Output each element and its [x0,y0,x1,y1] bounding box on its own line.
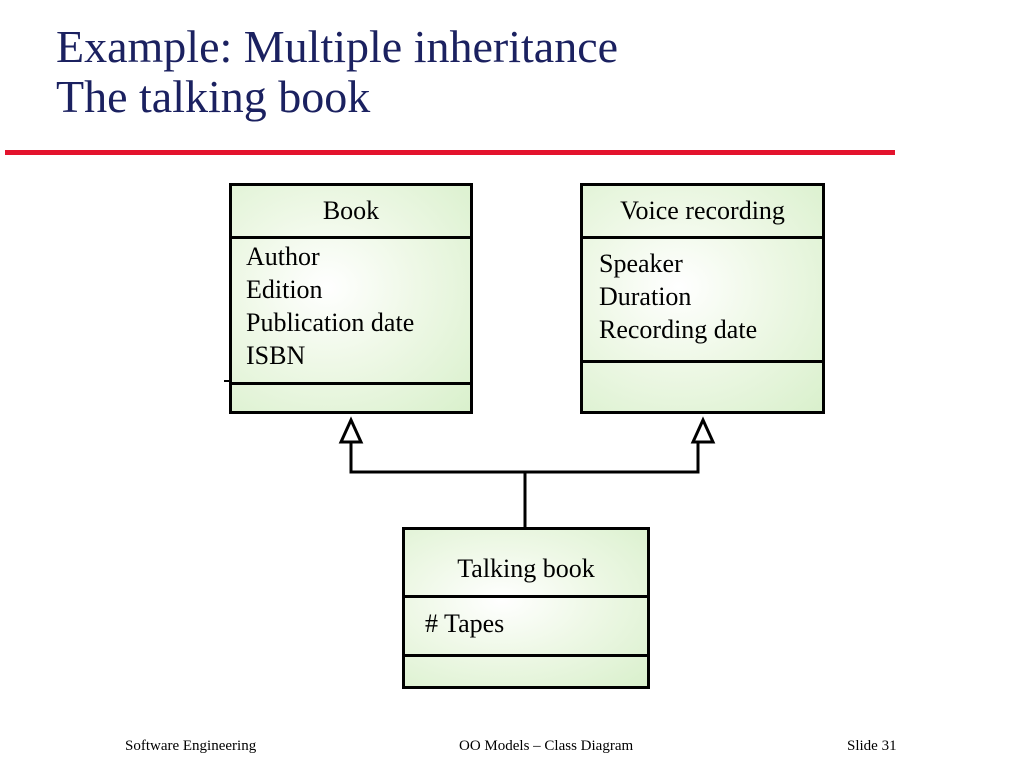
slide-title: Example: Multiple inheritance The talkin… [56,22,618,122]
attributes-section [232,236,470,239]
attributes-section [583,236,822,239]
class-name: Talking book [457,554,595,583]
operations-section [405,654,647,657]
attributes-section [405,595,647,598]
attribute: Speaker [599,249,683,278]
attribute: # Tapes [425,609,505,638]
attribute: Edition [246,275,323,304]
title-line-1: Example: Multiple inheritance [56,21,619,72]
inheritance-arrowhead-book [338,416,364,444]
class-book: Book Author Edition Publication date ISB… [229,183,473,414]
attribute-list: Speaker Duration Recording date [599,247,757,346]
operations-section [232,382,470,385]
footer-center: OO Models – Class Diagram [459,738,634,754]
class-name: Voice recording [620,196,785,225]
attribute-list: # Tapes [425,607,504,640]
attribute: Publication date [246,308,415,337]
connector-line [349,442,700,474]
title-line-2: The talking book [56,71,371,122]
footer-right: Slide 31 [847,738,897,754]
title-divider [5,150,895,155]
footer-left: Software Engineering [125,738,257,754]
attribute: Author [246,242,320,271]
attribute: ISBN [246,341,306,370]
operations-section [583,360,822,363]
attribute: Recording date [599,315,758,344]
class-voice-recording: Voice recording Speaker Duration Recordi… [580,183,825,414]
class-name: Book [322,196,380,225]
inheritance-arrowhead-voice [690,416,716,444]
attribute: Duration [599,282,692,311]
class-talking-book: Talking book # Tapes [402,527,650,689]
attribute-list: Author Edition Publication date ISBN [246,240,414,372]
